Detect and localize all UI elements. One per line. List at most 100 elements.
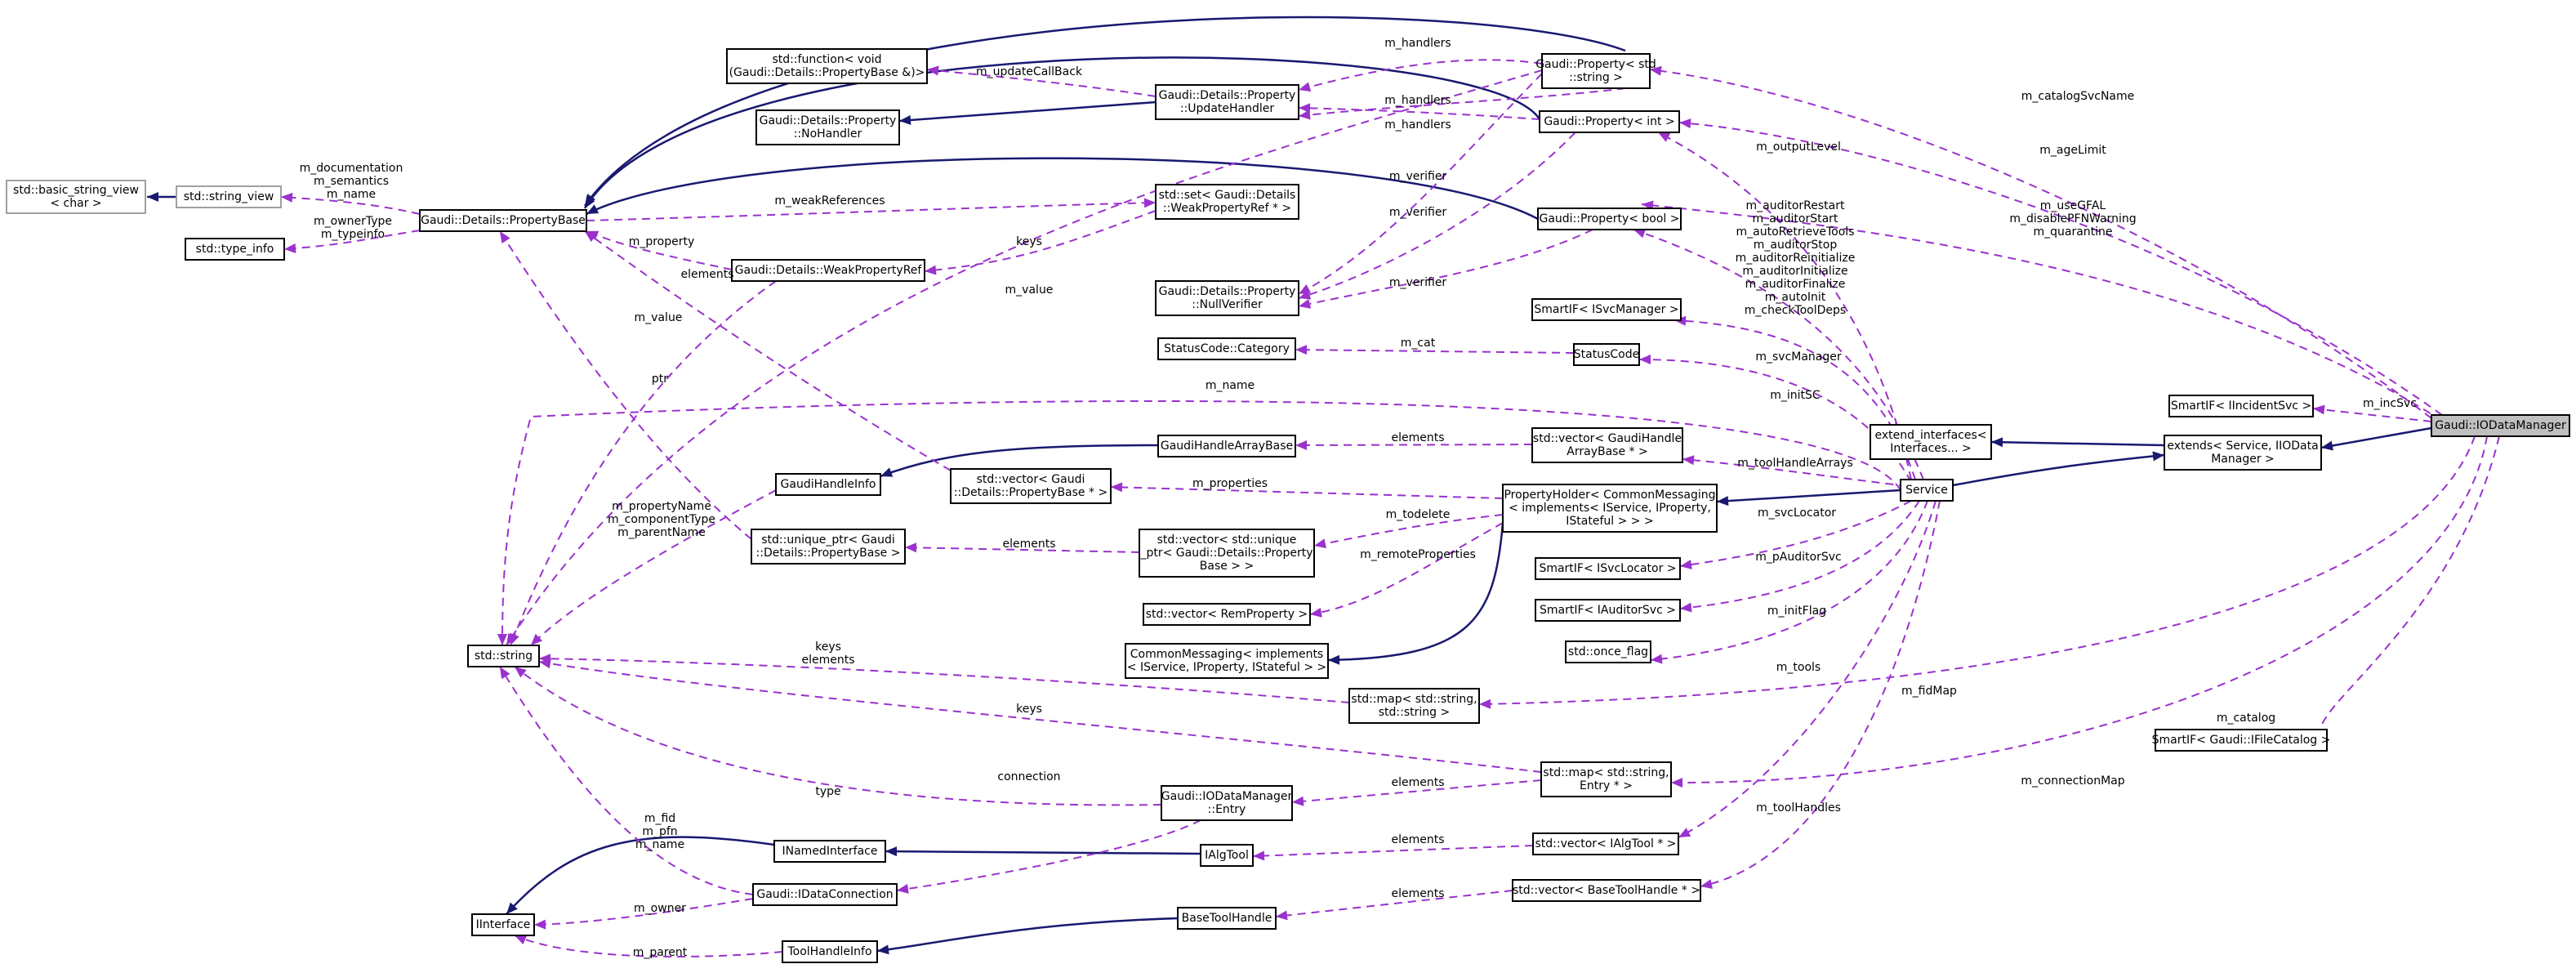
class-node-nullverifier[interactable]: Gaudi::Details::Property::NullVerifier <box>1155 280 1299 316</box>
node-box[interactable] <box>1539 110 1680 133</box>
node-box[interactable] <box>1565 640 1651 663</box>
node-box[interactable] <box>2168 395 2314 417</box>
node-box[interactable] <box>1900 479 1954 502</box>
edge-label-tools: m_tools <box>1776 661 1821 674</box>
arrowhead-icon <box>586 204 599 214</box>
class-node-service[interactable]: Service <box>1900 479 1954 502</box>
node-box[interactable] <box>1535 557 1681 580</box>
class-node-entry[interactable]: Gaudi::IODataManager::Entry <box>1161 785 1293 821</box>
node-box[interactable] <box>1157 337 1296 360</box>
class-node-vector-propertybase[interactable]: std::vector< Gaudi::Details::PropertyBas… <box>950 468 1112 504</box>
node-box[interactable] <box>950 468 1112 504</box>
node-box[interactable] <box>1531 427 1683 463</box>
node-box[interactable] <box>2164 435 2322 471</box>
node-box[interactable] <box>1540 761 1672 797</box>
node-box[interactable] <box>1348 688 1480 724</box>
node-box[interactable] <box>2155 729 2328 752</box>
node-box[interactable] <box>773 840 886 863</box>
node-box[interactable] <box>1155 184 1299 220</box>
node-box[interactable] <box>1512 879 1701 902</box>
node-box[interactable] <box>726 48 928 84</box>
node-box[interactable] <box>1573 343 1640 366</box>
class-node-gaudihandlearraybase[interactable]: GaudiHandleArrayBase <box>1157 435 1296 457</box>
class-node-weakpropertyref[interactable]: Gaudi::Details::WeakPropertyRef <box>731 259 925 282</box>
node-box[interactable] <box>1200 844 1254 867</box>
class-node-statuscode[interactable]: StatusCode <box>1573 343 1640 366</box>
class-node-toolhandleinfo[interactable]: ToolHandleInfo <box>782 940 878 963</box>
class-node-property-int[interactable]: Gaudi::Property< int > <box>1539 110 1680 133</box>
class-node-idataconnection[interactable]: Gaudi::IDataConnection <box>752 883 898 906</box>
node-box[interactable] <box>751 529 906 565</box>
node-box[interactable] <box>782 940 878 963</box>
class-node-vector-gaudihandlearraybase[interactable]: std::vector< GaudiHandleArrayBase * > <box>1531 427 1683 463</box>
node-label: Gaudi::Details::Property <box>1159 285 1296 298</box>
class-node-map-string-string[interactable]: std::map< std::string,std::string > <box>1348 688 1480 724</box>
class-node-unique-ptr-propertybase[interactable]: std::unique_ptr< Gaudi::Details::Propert… <box>751 529 906 565</box>
class-node-inamedinterface[interactable]: INamedInterface <box>773 840 886 863</box>
class-node-smartif-iauditorsvc[interactable]: SmartIF< IAuditorSvc > <box>1535 599 1681 622</box>
class-node-ialgtool[interactable]: IAlgTool <box>1200 844 1254 867</box>
class-node-property-bool[interactable]: Gaudi::Property< bool > <box>1537 208 1682 230</box>
class-node-type-info[interactable]: std::type_info <box>185 238 285 261</box>
class-node-nohandler[interactable]: Gaudi::Details::Property::NoHandler <box>755 109 900 145</box>
class-node-gaudihandleinfo[interactable]: GaudiHandleInfo <box>775 473 881 496</box>
class-node-extend-interfaces[interactable]: extend_interfaces<Interfaces... > <box>1870 424 1992 460</box>
class-node-vector-basetoolhandle[interactable]: std::vector< BaseToolHandle * > <box>1512 879 1701 902</box>
node-box[interactable] <box>1157 435 1296 457</box>
node-box[interactable] <box>1531 298 1682 321</box>
class-node-smartif-isvcmanager[interactable]: SmartIF< ISvcManager > <box>1531 298 1682 321</box>
class-node-smartif-iincidentsvc[interactable]: SmartIF< IIncidentSvc > <box>2168 395 2314 417</box>
class-node-propertyholder[interactable]: PropertyHolder< CommonMessaging< impleme… <box>1502 484 1718 533</box>
node-box[interactable] <box>1155 84 1299 120</box>
node-box[interactable] <box>1143 603 1311 626</box>
class-node-propertybase[interactable]: Gaudi::Details::PropertyBase <box>419 209 587 232</box>
node-box[interactable] <box>731 259 925 282</box>
class-node-set-weakpropertyref[interactable]: std::set< Gaudi::Details::WeakPropertyRe… <box>1155 184 1299 220</box>
arrowhead-icon <box>1700 879 1713 890</box>
node-box[interactable] <box>752 883 898 906</box>
node-box[interactable] <box>1139 529 1315 578</box>
node-box[interactable] <box>1177 907 1277 930</box>
node-box[interactable] <box>755 109 900 145</box>
node-box[interactable] <box>2431 414 2570 437</box>
edge-label-text: m_toolHandles <box>1756 801 1841 815</box>
node-box[interactable] <box>775 473 881 496</box>
node-box[interactable] <box>1161 785 1293 821</box>
node-box[interactable] <box>1125 643 1329 679</box>
node-box[interactable] <box>176 185 282 208</box>
class-node-statuscodecategory[interactable]: StatusCode::Category <box>1157 337 1296 360</box>
arrowhead-icon <box>2313 404 2325 415</box>
class-node-string-view[interactable]: std::string_view <box>176 185 282 208</box>
class-node-property-string[interactable]: Gaudi::Property< std::string > <box>1535 53 1656 89</box>
node-box[interactable] <box>1870 424 1992 460</box>
node-box[interactable] <box>1502 484 1718 533</box>
class-node-vector-remproperty[interactable]: std::vector< RemProperty > <box>1143 603 1311 626</box>
class-node-iinterface[interactable]: IInterface <box>471 913 535 936</box>
class-node-commonmessaging[interactable]: CommonMessaging< implements< IService, I… <box>1125 643 1329 679</box>
class-node-once-flag[interactable]: std::once_flag <box>1565 640 1651 663</box>
edge-label-todelete: m_todelete <box>1386 508 1451 521</box>
class-node-basic-string-view[interactable]: std::basic_string_view< char > <box>6 180 146 214</box>
class-node-function-void[interactable]: std::function< void(Gaudi::Details::Prop… <box>726 48 928 84</box>
node-box[interactable] <box>1155 280 1299 316</box>
class-node-smartif-isvclocator[interactable]: SmartIF< ISvcLocator > <box>1535 557 1681 580</box>
class-node-vector-unique-ptr[interactable]: std::vector< std::unique_ptr< Gaudi::Det… <box>1139 529 1315 578</box>
class-node-iodatamanager[interactable]: Gaudi::IODataManager <box>2431 414 2570 437</box>
class-node-smartif-ifilecatalog[interactable]: SmartIF< Gaudi::IFileCatalog > <box>2152 729 2331 752</box>
class-node-vector-ialgtool[interactable]: std::vector< IAlgTool * > <box>1532 832 1679 855</box>
node-box[interactable] <box>1541 53 1651 89</box>
node-box[interactable] <box>1537 208 1682 230</box>
node-box[interactable] <box>467 645 540 667</box>
usage-edge <box>283 230 421 250</box>
class-node-updatehandler[interactable]: Gaudi::Details::Property::UpdateHandler <box>1155 84 1299 120</box>
class-node-std-string[interactable]: std::string <box>467 645 540 667</box>
node-box[interactable] <box>6 180 146 214</box>
node-box[interactable] <box>1535 599 1681 622</box>
node-box[interactable] <box>185 238 285 261</box>
node-box[interactable] <box>1532 832 1679 855</box>
node-box[interactable] <box>471 913 535 936</box>
class-node-basetoolhandle[interactable]: BaseToolHandle <box>1177 907 1277 930</box>
node-box[interactable] <box>419 209 587 232</box>
class-node-map-string-entry[interactable]: std::map< std::string,Entry * > <box>1540 761 1672 797</box>
